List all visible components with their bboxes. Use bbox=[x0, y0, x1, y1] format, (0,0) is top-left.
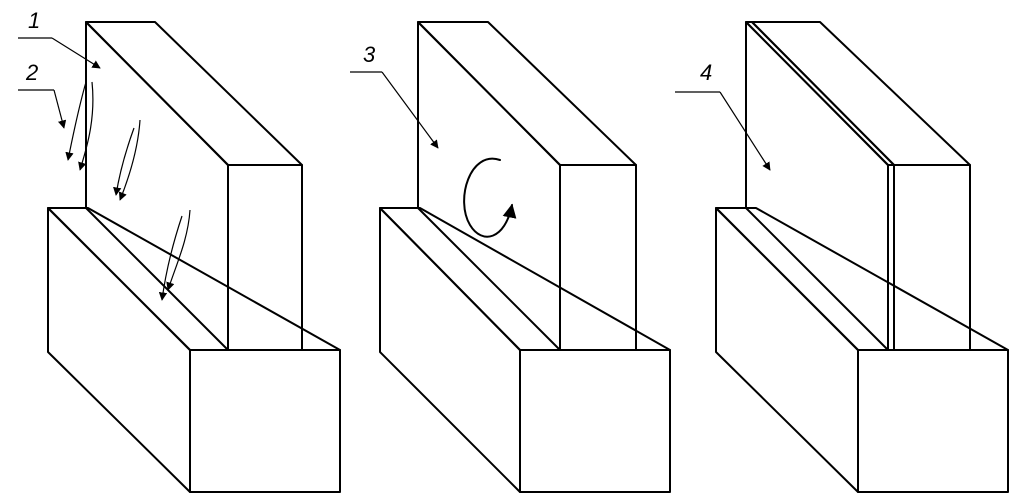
water-arrows-1 bbox=[65, 81, 191, 301]
label-3: 3 bbox=[363, 42, 376, 67]
label-4: 4 bbox=[700, 60, 712, 85]
wall-section-2 bbox=[559, 164, 637, 351]
callout-3: 3 bbox=[350, 42, 439, 149]
rotation-arrow-2 bbox=[463, 157, 517, 238]
label-2: 2 bbox=[25, 60, 38, 85]
figure-2: 3 bbox=[350, 21, 671, 493]
wall-top-3 bbox=[751, 21, 971, 166]
foundation-1 bbox=[47, 207, 341, 493]
callout-4: 4 bbox=[675, 60, 771, 171]
label-1: 1 bbox=[28, 8, 40, 33]
brick-face-2 bbox=[417, 21, 561, 351]
wall-top-1 bbox=[85, 21, 303, 166]
panel-face-3 bbox=[745, 21, 895, 351]
wall-top-2 bbox=[417, 21, 637, 166]
figure-3: 4 bbox=[675, 21, 1009, 493]
brick-face-1 bbox=[85, 21, 229, 351]
figure-1: 1 2 bbox=[18, 8, 341, 493]
callout-1: 1 bbox=[18, 8, 101, 69]
callout-2: 2 bbox=[18, 60, 67, 129]
